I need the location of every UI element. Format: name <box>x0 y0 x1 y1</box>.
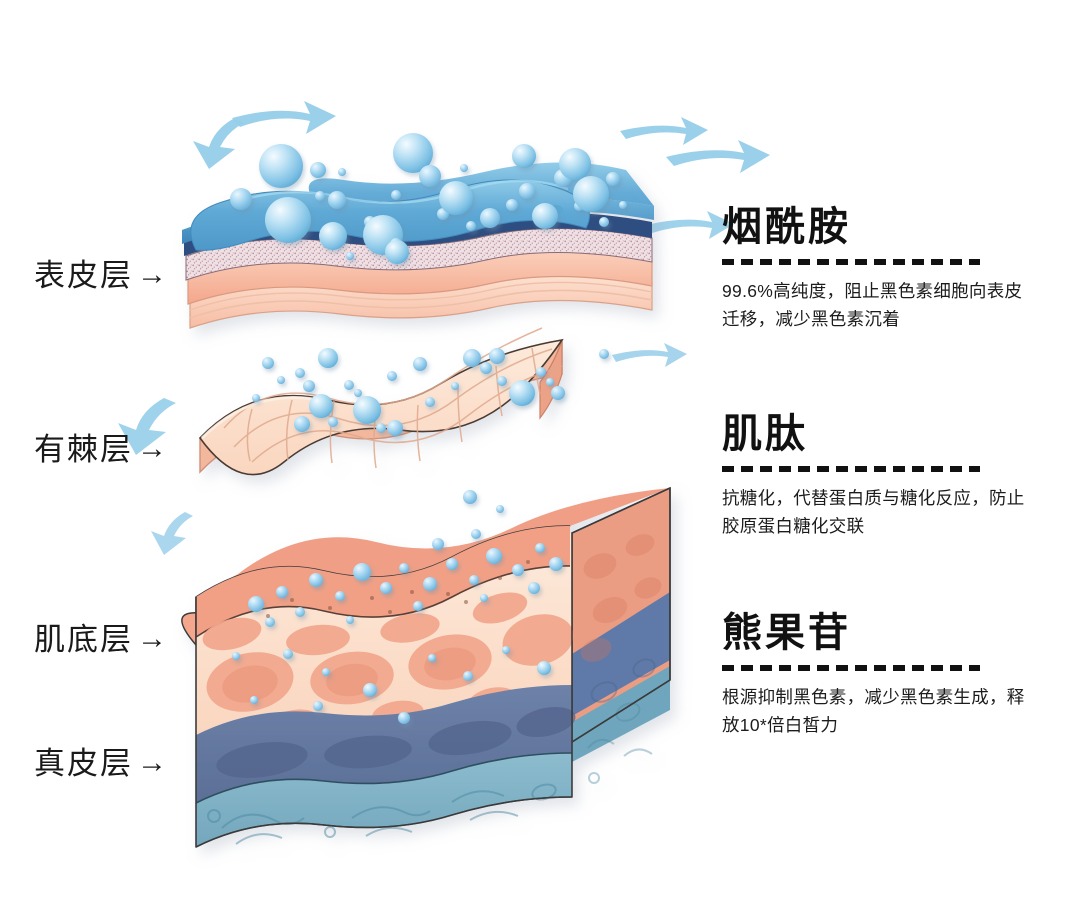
ingredient-arbutin: 熊果苷 根源抑制黑色素，减少黑色素生成，释放10*倍白皙力 <box>722 612 1052 740</box>
layer-label-epidermis: 表皮层 → <box>34 257 167 293</box>
ingredient-title: 烟酰胺 <box>722 205 851 249</box>
ingredient-title: 肌肽 <box>722 412 808 456</box>
arrow-right-icon: → <box>137 745 167 779</box>
arrow-right-icon: → <box>137 257 167 291</box>
dermis-squiggles <box>207 783 557 845</box>
ingredient-title: 熊果苷 <box>722 611 851 655</box>
ingredient-description: 抗糖化，代替蛋白质与糖化反应，防止胶原蛋白糖化交联 <box>722 488 1025 537</box>
layer-label-basal-text: 肌底层 <box>34 622 133 657</box>
bubble-group-epidermis <box>230 133 627 264</box>
dashed-divider <box>722 466 980 472</box>
layer-label-dermis-text: 真皮层 <box>34 746 133 781</box>
layer-label-spinous-text: 有棘层 <box>34 432 133 467</box>
arrow-right-icon: → <box>137 431 167 465</box>
bubble-group-dermis <box>232 529 563 724</box>
ingredient-peptide: 肌肽 抗糖化，代替蛋白质与糖化反应，防止胶原蛋白糖化交联 <box>722 413 1052 541</box>
arrow-right-icon: → <box>137 621 167 655</box>
dashed-divider <box>722 665 980 671</box>
layer-label-dermis: 真皮层 → <box>34 745 167 781</box>
flow-arrow-group-top <box>118 101 770 555</box>
ingredient-description: 根源抑制黑色素，减少黑色素生成，释放10*倍白皙力 <box>722 687 1025 736</box>
dermis-block <box>181 486 671 848</box>
bubble-group-interstitial <box>463 490 504 513</box>
layer-label-basal: 肌底层 → <box>34 621 167 657</box>
ingredient-niacinamide: 烟酰胺 99.6%高纯度，阻止黑色素细胞向表皮迁移，减少黑色素沉着 <box>722 206 1052 334</box>
ingredient-description: 99.6%高纯度，阻止黑色素细胞向表皮迁移，减少黑色素沉着 <box>722 281 1023 330</box>
bubble-group-spinous <box>252 348 609 436</box>
layer-label-epidermis-text: 表皮层 <box>34 258 133 293</box>
dashed-divider <box>722 259 980 265</box>
layer-label-spinous: 有棘层 → <box>34 431 167 467</box>
